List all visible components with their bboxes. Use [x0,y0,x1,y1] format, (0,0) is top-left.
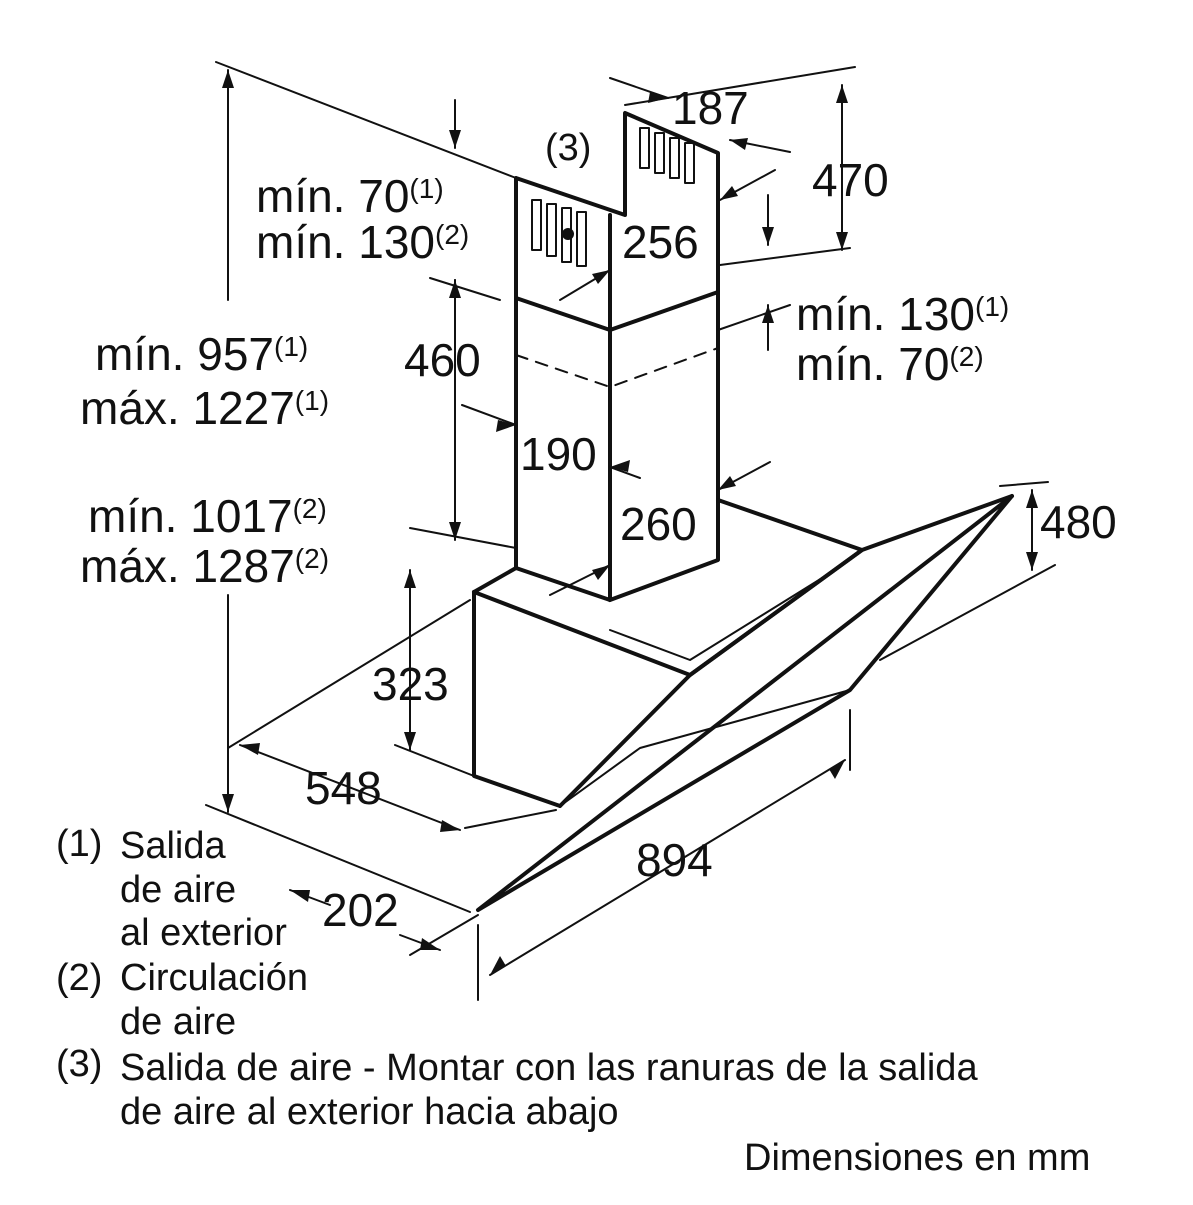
label-260: 260 [620,498,697,550]
legend-marker-3: (3) [56,1043,102,1085]
label-256: 256 [622,216,699,268]
label-480: 480 [1040,496,1117,548]
legend-item-1-line-1: Salida [120,825,226,867]
label-note-3: (3) [545,127,591,169]
canopy-front-left [472,590,562,808]
legend-item-3-line-2: de aire al exterior hacia abajo [120,1091,619,1133]
legend-item-2-line-2: de aire [120,1001,236,1043]
label-min-957: mín. 957(1) [95,328,308,380]
lower-chimney-right [608,290,720,602]
glass-panel [476,494,1014,912]
units-note: Dimensiones en mm [744,1137,1090,1179]
label-894: 894 [636,834,713,886]
lower-chimney-left [514,296,612,602]
label-190: 190 [520,428,597,480]
label-202: 202 [322,884,399,936]
legend-marker-1: (1) [56,823,102,865]
label-min-1017: mín. 1017(2) [88,490,327,542]
legend-item-3-line-1: Salida de aire - Montar con las ranuras … [120,1047,978,1089]
canopy-inner-line [609,569,836,661]
label-min-70-top: mín. 70(1) [256,170,444,222]
label-max-1227: máx. 1227(1) [80,382,329,434]
label-187: 187 [672,82,749,134]
glass-panel-top [558,494,1014,808]
upper-chimney [514,111,720,332]
hood-outline [472,111,1014,912]
label-min-70-right: mín. 70(2) [796,338,984,390]
legend-marker-2: (2) [56,957,102,999]
legend-item-1-line-2: de aire [120,869,236,911]
label-min-130-right: mín. 130(1) [796,288,1009,340]
outlet-marker-icon [562,228,574,240]
legend: (1) Salida de aire al exterior (2) Circu… [56,823,1090,1179]
vent-slots-left [531,199,587,267]
canopy-top-left [472,566,518,594]
overlap-line [515,347,719,388]
label-min-130-top: mín. 130(2) [256,216,469,268]
label-470: 470 [812,154,889,206]
dimension-lines [205,61,1056,1001]
label-548: 548 [305,762,382,814]
arrowheads [222,70,1038,975]
legend-item-1-line-3: al exterior [120,912,287,954]
dimension-labels: 187 470 256 460 190 260 480 323 548 894 … [80,82,1117,936]
label-323: 323 [372,658,449,710]
label-max-1287: máx. 1287(2) [80,540,329,592]
legend-item-2-line-1: Circulación [120,957,308,999]
glass-panel-inner [559,689,851,807]
label-460: 460 [404,334,481,386]
vent-slots-right [639,127,695,184]
